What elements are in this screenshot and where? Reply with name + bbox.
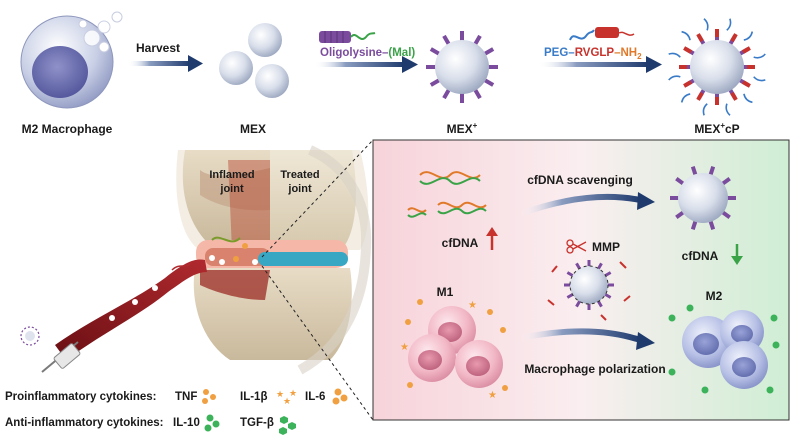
peptide-spike <box>730 33 738 43</box>
peg-rvglp-icon <box>569 27 635 41</box>
peg-tail <box>681 30 691 41</box>
peptide-spike <box>696 33 704 43</box>
cfdna-scavenging-label: cfDNA scavenging <box>527 173 633 187</box>
svg-text:★: ★ <box>289 388 297 398</box>
peg-tail <box>743 93 753 104</box>
peg-tail <box>753 76 766 82</box>
peg-tail <box>668 75 681 81</box>
stage-label-mex: MEX <box>240 122 266 136</box>
tgfb-marker-icon <box>279 416 296 435</box>
blood-vessel <box>55 259 207 360</box>
m1-label: M1 <box>437 285 454 299</box>
mex-plus-cp-vesicle <box>668 18 766 116</box>
svg-text:★: ★ <box>400 342 409 353</box>
polarization-arrow <box>519 328 655 350</box>
peg-tail <box>725 103 731 116</box>
cfdna-strands <box>407 171 487 218</box>
m2-macrophage-cell <box>20 11 123 109</box>
arrow-label-harvest: Harvest <box>136 41 180 55</box>
legend-item-il6: IL-6 <box>305 391 325 403</box>
scissors-icon <box>566 239 587 254</box>
scavenging-arrow <box>518 192 655 217</box>
cfdna-label-left: cfDNA <box>442 236 479 250</box>
il10-marker-icon <box>204 414 220 432</box>
legend-item-tgfb: TGF-β <box>240 417 274 429</box>
arrow-label-peg-rvglp: PEG–RVGLP–NH2 <box>544 47 642 61</box>
svg-text:★: ★ <box>488 390 497 401</box>
peptide-spike <box>683 46 693 54</box>
cfdna-up-arrow-icon <box>486 227 498 250</box>
il1b-marker-icon: ★★★ <box>276 388 297 406</box>
peptide-spike <box>741 80 751 88</box>
mex-vesicles <box>219 23 289 98</box>
peg-tail <box>743 31 754 41</box>
harvest-arrow <box>128 55 203 72</box>
legend-item-il1b: IL-1β <box>240 391 267 403</box>
zoom-line-top <box>261 139 374 258</box>
peg-tail <box>702 103 708 116</box>
arrow-label-oligolysine: Oligolysine–(Mal) <box>320 47 415 59</box>
peptide-spike <box>741 46 751 54</box>
zoom-line-bottom <box>261 265 374 421</box>
stage-label-mex-plus: MEX+ <box>447 121 478 136</box>
peptide-spike <box>696 91 704 101</box>
legend-pro-title: Proinflammatory cytokines: <box>5 391 156 403</box>
peg-tail <box>680 93 691 103</box>
svg-text:★: ★ <box>468 300 477 311</box>
legend-item-il10: IL-10 <box>173 417 200 429</box>
peptide-spike <box>683 80 693 88</box>
peg-tail <box>703 18 709 31</box>
peg-rvglp-arrow <box>538 56 662 73</box>
peg-tail <box>753 53 766 59</box>
mex-plus-vesicle <box>426 31 498 103</box>
il6-marker-icon <box>332 388 348 405</box>
svg-text:★: ★ <box>283 396 291 406</box>
stage-label-mex-plus-cp: MEX+cP <box>694 121 739 136</box>
legend-item-tnf: TNF <box>175 391 197 403</box>
mex-cfdna-complex <box>670 165 736 231</box>
oligolysine-icon <box>319 31 376 43</box>
mmp-cleaved-vesicle <box>547 260 631 321</box>
mmp-label: MMP <box>592 240 620 254</box>
macrophage-polarization-label: Macrophage polarization <box>524 362 665 376</box>
cfdna-down-arrow-icon <box>731 244 743 265</box>
peg-tail <box>726 18 732 31</box>
m2-label: M2 <box>706 289 723 303</box>
peg-tail <box>668 52 681 58</box>
legend-anti-title: Anti-inflammatory cytokines: <box>5 417 163 429</box>
syringe-icon <box>20 326 81 373</box>
cfdna-label-right: cfDNA <box>682 249 719 263</box>
knee-joint-illustration <box>176 145 372 375</box>
m2-macrophages <box>668 304 780 394</box>
tnf-marker-icon <box>202 389 216 404</box>
svg-text:★: ★ <box>276 389 284 399</box>
peptide-spike <box>730 91 738 101</box>
oligolysine-arrow <box>314 56 418 73</box>
stage-label-m2-macrophage: M2 Macrophage <box>22 122 113 136</box>
m1-macrophages: ★ ★ ★ <box>400 299 508 401</box>
